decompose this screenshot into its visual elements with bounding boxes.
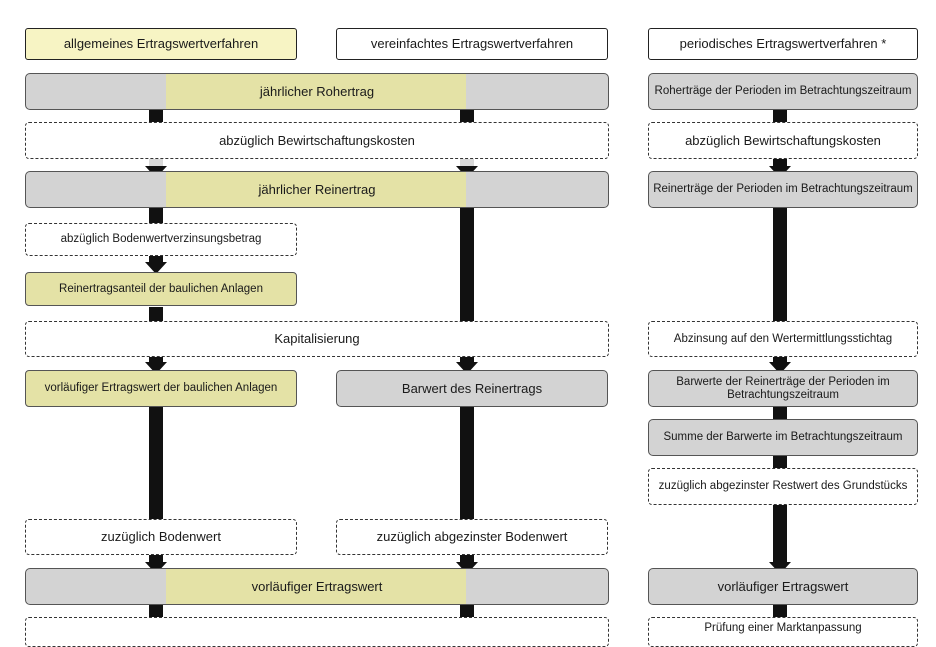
header-periodic-method: periodisches Ertragswertverfahren *: [648, 28, 918, 60]
minus-land-interest-box: abzüglich Bodenwertverzinsungsbetrag: [25, 223, 297, 256]
right-minus-costs-box: abzüglich Bewirtschaftungskosten: [648, 122, 918, 159]
period-net-box: Reinerträge der Perioden im Betrachtungs…: [648, 171, 918, 208]
arrow-left-1-cap: [149, 110, 163, 122]
minus-costs-box: abzüglich Bewirtschaftungskosten: [25, 122, 609, 159]
net-yield-box: jährlicher Reinertrag: [25, 171, 609, 208]
plus-residual-box: zuzüglich abgezinster Restwert des Grund…: [648, 468, 918, 505]
period-gross-box: Roherträge der Perioden im Betrachtungsz…: [648, 73, 918, 110]
prelim-building-value-box: vorläufiger Ertragswert der baulichen An…: [25, 370, 297, 407]
capitalization-box: Kapitalisierung: [25, 321, 609, 357]
discounting-box: Abzinsung auf den Wertermittlungsstichta…: [648, 321, 918, 357]
right-prelim-value-box: vorläufiger Ertragswert: [648, 568, 918, 605]
header-simplified-method: vereinfachtes Ertragswertverfahren: [336, 28, 608, 60]
period-present-values-box: Barwerte der Reinerträge der Perioden im…: [648, 370, 918, 407]
gross-yield-box: jährlicher Rohertrag: [25, 73, 609, 110]
market-check-box: Prüfung einer Marktanpassung: [648, 617, 918, 647]
plus-land-value-box: zuzüglich Bodenwert: [25, 519, 297, 555]
plus-discounted-land-value-box: zuzüglich abgezinster Bodenwert: [336, 519, 608, 555]
prelim-value-box: vorläufiger Ertragswert: [25, 568, 609, 605]
arrow-mid-1-cap: [460, 110, 474, 122]
bottom-partial-box-left: [25, 617, 609, 647]
present-value-box: Barwert des Reinertrags: [336, 370, 608, 407]
header-general-method: allgemeines Ertragswertverfahren: [25, 28, 297, 60]
building-share-box: Reinertragsanteil der baulichen Anlagen: [25, 272, 297, 306]
sum-present-values-box: Summe der Barwerte im Betrachtungszeitra…: [648, 419, 918, 456]
